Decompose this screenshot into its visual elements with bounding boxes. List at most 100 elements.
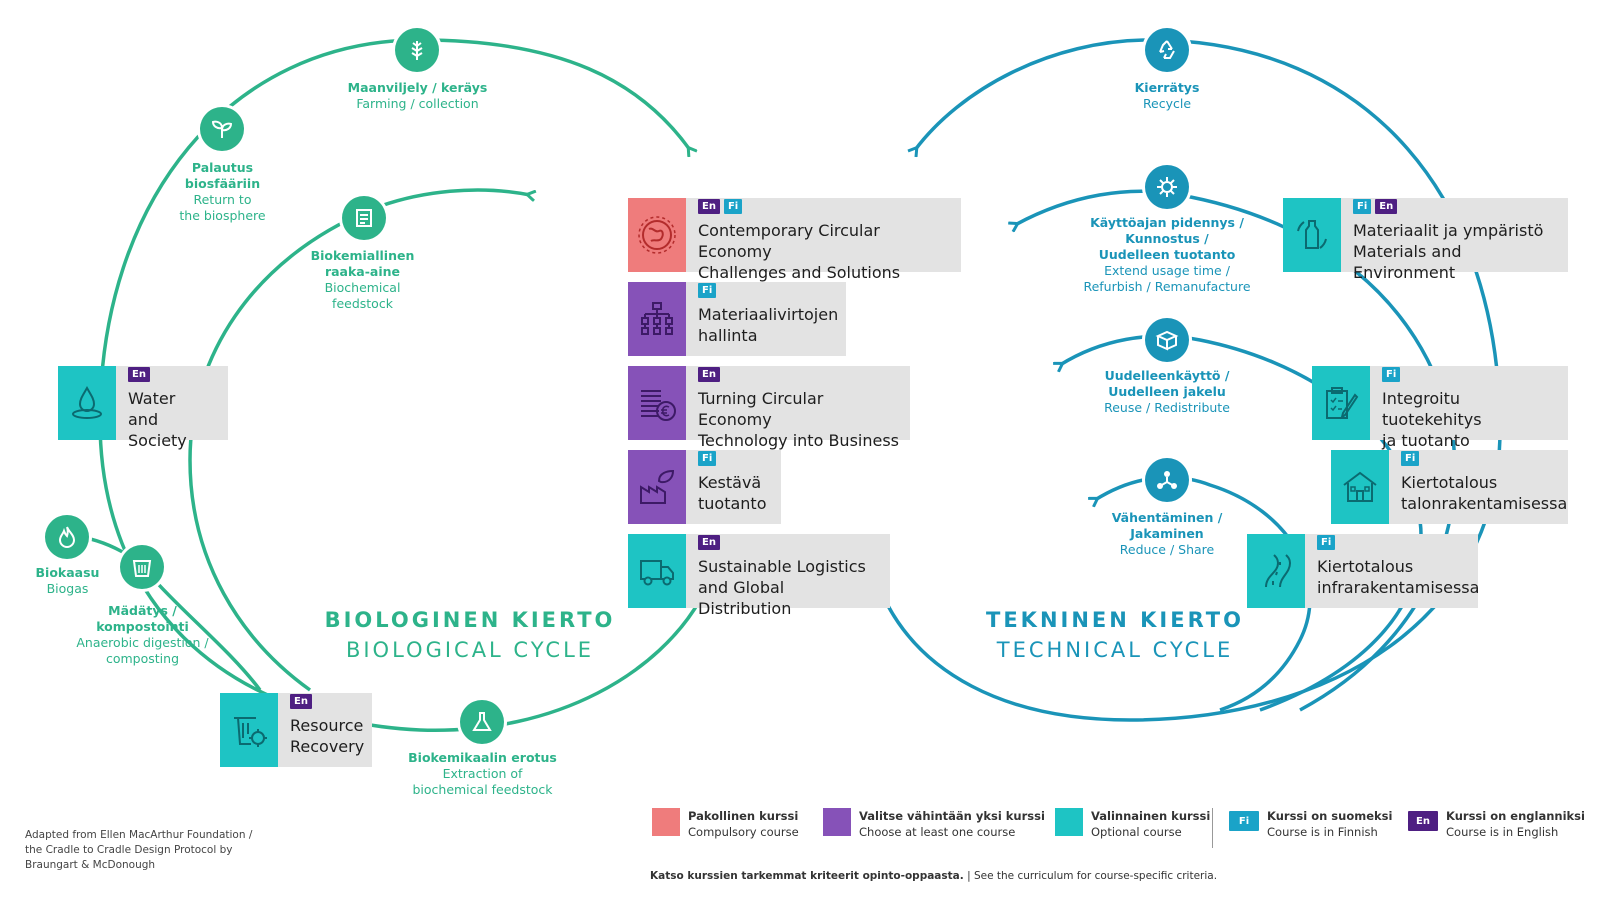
farming-label: Maanviljely / keräys Farming / collectio… <box>320 80 515 112</box>
legend-finnish-en: Course is in Finnish <box>1267 825 1378 839</box>
recycle-label: Kierrätys Recycle <box>1100 80 1234 112</box>
bottle-cycle-icon <box>1283 198 1341 272</box>
bio-inner-loop <box>188 188 530 692</box>
farming-en: Farming / collection <box>356 96 479 111</box>
footnote: Katso kurssien tarkemmat kriteerit opint… <box>650 870 1217 882</box>
feedstock-fi2: raaka-aine <box>324 264 401 279</box>
digestion-fi1: Mädätys / <box>108 603 177 618</box>
tag-en: En <box>698 367 720 382</box>
hierarchy-icon <box>628 282 686 356</box>
water-drop-icon <box>58 366 116 440</box>
course-title-line1: Turning Circular Economy <box>698 389 824 429</box>
credit-line2: the Cradle to Cradle Design Protocol by <box>25 844 233 856</box>
legend-compulsory-en: Compulsory course <box>688 825 799 839</box>
tech-cycle-title: TEKNINEN KIERTO TECHNICAL CYCLE <box>965 608 1265 662</box>
extend-fi1: Käyttöajan pidennys / <box>1090 215 1244 230</box>
course-title-line2: infrarakentamisessa <box>1317 578 1480 597</box>
recycle-en: Recycle <box>1142 96 1192 111</box>
return-fi2: biosfääriin <box>184 176 261 191</box>
legend-tag-fi: Fi <box>1229 811 1259 831</box>
tag-fi: Fi <box>1401 451 1420 466</box>
digestion-label: Mädätys / kompostointi Anaerobic digesti… <box>65 603 220 667</box>
gears-icon <box>1145 165 1189 209</box>
reuse-label: Uudelleenkäyttö / Uudelleen jakelu Reuse… <box>1085 368 1249 416</box>
feedstock-en2: feedstock <box>332 296 393 311</box>
biogas-en: Biogas <box>46 581 89 596</box>
source-credit: Adapted from Ellen MacArthur Foundation … <box>25 828 255 873</box>
recycle-icon <box>1145 28 1189 72</box>
legend-choose-fi: Valitse vähintään yksi kurssi <box>859 809 1045 823</box>
extraction-en1: Extraction of <box>442 766 523 781</box>
legend-tag-en: En <box>1408 811 1438 831</box>
digestion-fi2: kompostointi <box>96 619 189 634</box>
flask-icon <box>460 700 504 744</box>
course-title-line2: and Global Distribution <box>698 578 792 618</box>
course-title-line1: Kiertotalous <box>1317 557 1414 576</box>
legend-swatch-purple <box>823 808 851 836</box>
return-label: Palautus biosfääriin Return to the biosp… <box>160 160 285 224</box>
tag-fi: Fi <box>723 199 743 214</box>
compost-bin-icon <box>120 545 164 589</box>
course-title-line1: Water <box>128 389 176 408</box>
bio-title-fi: BIOLOGINEN KIERTO <box>324 608 616 632</box>
course-title-line1: Materiaalit ja ympäristö <box>1353 221 1544 240</box>
extraction-label: Biokemikaalin erotus Extraction of bioch… <box>395 750 570 798</box>
course-title-line2: hallinta <box>698 326 758 345</box>
legend-english-fi: Kurssi on englanniksi <box>1446 809 1585 823</box>
legend-compulsory-fi: Pakollinen kurssi <box>688 809 799 823</box>
reuse-fi1: Uudelleenkäyttö / <box>1104 368 1230 383</box>
road-icon <box>1247 534 1305 608</box>
reduce-en: Reduce / Share <box>1119 542 1215 557</box>
reduce-fi2: Jakaminen <box>1130 526 1204 541</box>
course-title-line1: Integroitu tuotekehitys <box>1382 389 1482 429</box>
return-en2: the biosphere <box>179 208 266 223</box>
biogas-fi: Biokaasu <box>35 565 100 580</box>
wheat-icon <box>395 28 439 72</box>
tag-en: En <box>698 199 720 214</box>
credit-line1: Adapted from Ellen MacArthur Foundation … <box>25 829 253 841</box>
sprout-icon <box>200 107 244 151</box>
return-en1: Return to <box>193 192 252 207</box>
bin-gear-icon <box>220 693 278 767</box>
credit-line3: Braungart & McDonough <box>25 859 156 871</box>
course-title-line1: Resource <box>290 716 364 735</box>
legend-choose-en: Choose at least one course <box>859 825 1016 839</box>
tech-title-fi: TEKNINEN KIERTO <box>986 608 1244 632</box>
share-network-icon <box>1145 458 1189 502</box>
course-title-line2: Recovery <box>290 737 365 756</box>
tag-fi: Fi <box>1382 367 1401 382</box>
course-title-line2: Technology into Business <box>698 431 899 450</box>
digestion-en1: Anaerobic digestion / <box>76 635 209 650</box>
feedstock-label: Biokemiallinen raaka-aine Biochemical fe… <box>295 248 430 312</box>
recycle-fi: Kierrätys <box>1134 80 1200 95</box>
extend-fi2: Kunnostus / <box>1125 231 1209 246</box>
extend-fi3: Uudelleen tuotanto <box>1098 247 1236 262</box>
box-icon <box>1145 318 1189 362</box>
bio-title-en: BIOLOGICAL CYCLE <box>345 638 595 662</box>
tag-en: En <box>1375 199 1398 214</box>
tag-en: En <box>698 535 720 550</box>
return-fi1: Palautus <box>191 160 254 175</box>
reuse-en: Reuse / Redistribute <box>1104 400 1230 415</box>
extend-en2: Refurbish / Remanufacture <box>1083 279 1251 294</box>
course-title-line1: Kestävä <box>698 473 762 492</box>
biogas-label: Biokaasu Biogas <box>20 565 115 597</box>
legend-english-en: Course is in English <box>1446 825 1559 839</box>
